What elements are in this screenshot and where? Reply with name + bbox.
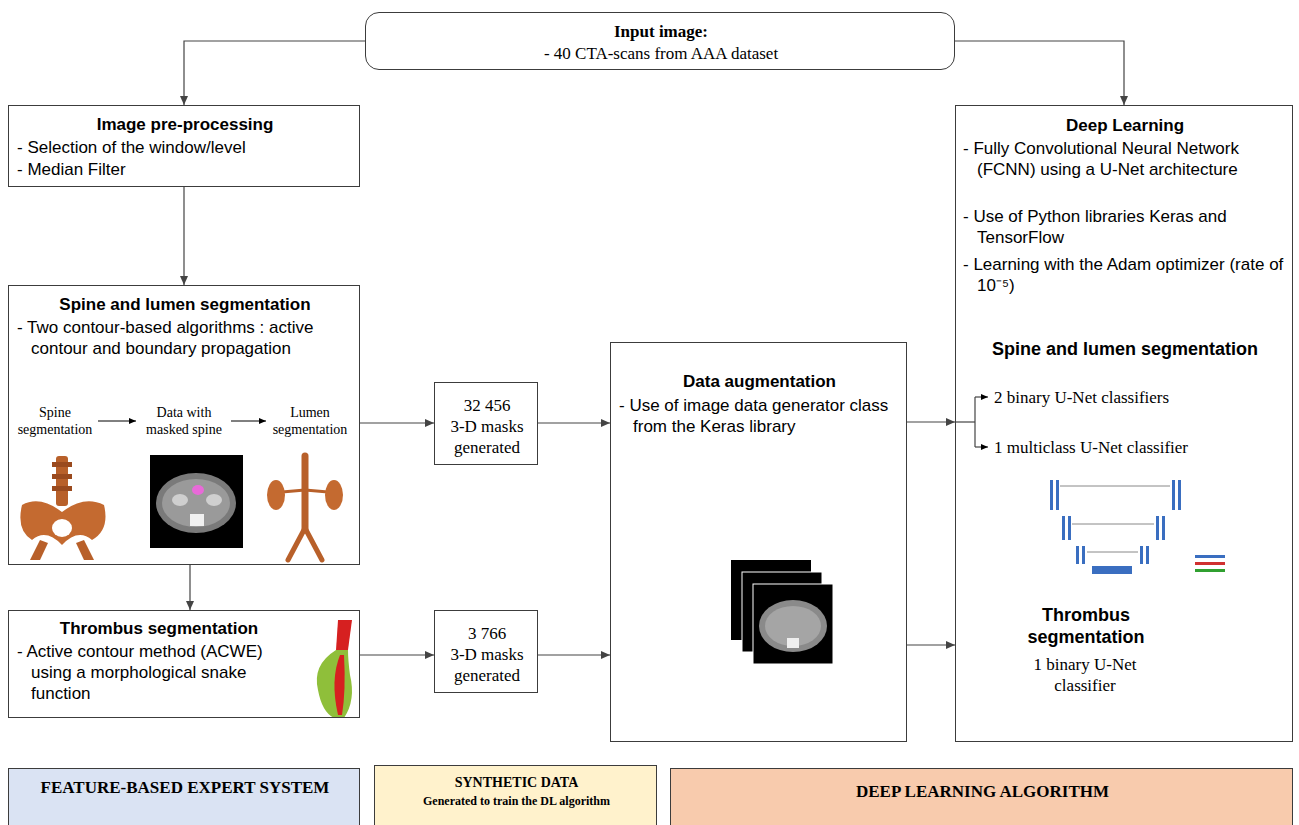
box-text: 1 multiclass U-Net classifier (994, 437, 1289, 458)
step-caption: Lumen segmentation (266, 404, 354, 438)
process-box: Deep Learning- Fully Convolutional Neura… (955, 105, 1293, 742)
box-text: - 40 CTA-scans from AAA dataset (366, 43, 956, 64)
flow-arrow (955, 41, 1124, 105)
box-heading: FEATURE-BASED EXPERT SYSTEM (29, 777, 341, 798)
box-text: - Selection of the window/level (17, 137, 353, 158)
process-box: Thrombus segmentation- Active contour me… (8, 610, 360, 718)
box-text: 1 binary U-Net classifier (1014, 654, 1156, 696)
flow-arrow (184, 41, 365, 105)
box-heading: DEEP LEARNING ALGORITHM (671, 781, 1294, 802)
step-caption: Spine segmentation (12, 404, 98, 438)
unet-figure (1050, 480, 1225, 574)
box-heading: Thrombus segmentation (1011, 604, 1161, 648)
lumen-render (267, 456, 343, 560)
step-caption: Data with masked spine (136, 404, 232, 438)
classifier-fork (955, 397, 988, 447)
count-box: 32 4563-D masks generated (434, 382, 538, 465)
process-box: Data augmentation - Use of image data gen… (610, 342, 907, 742)
box-heading: Generated to train the DL algorithm (375, 794, 658, 809)
box-text: 2 binary U-Net classifiers (994, 387, 1289, 408)
box-text: 32 456 (435, 395, 539, 416)
box-text: - Two contour-based algorithms : active … (17, 317, 337, 359)
spine-render (20, 456, 105, 560)
process-box: Image pre-processing- Selection of the w… (8, 105, 360, 187)
box-heading: Input image: (366, 21, 956, 42)
image-stack (731, 560, 833, 664)
box-heading: Deep Learning (956, 115, 1294, 136)
thrombus-render (317, 620, 352, 718)
input-box: Input image:- 40 CTA-scans from AAA data… (365, 12, 955, 70)
box-text: - Active contour method (ACWE) using a m… (17, 641, 301, 704)
count-box: 3 7663-D masks generated (434, 610, 538, 693)
box-heading: Thrombus segmentation (9, 618, 309, 639)
flow-arrow (189, 565, 190, 610)
box-text: - Learning with the Adam optimizer (rate… (963, 254, 1289, 296)
flow-arrow (183, 187, 184, 285)
box-text: - Use of Python libraries Keras and Tens… (963, 206, 1289, 248)
flow-arrow (360, 654, 434, 655)
box-heading: Spine and lumen segmentation (956, 338, 1294, 360)
step-arrows (98, 421, 266, 422)
box-heading: Data augmentation (611, 371, 908, 392)
box-text: - Use of image data generator class from… (619, 395, 901, 437)
box-text: - Median Filter (17, 159, 353, 180)
flow-arrow (538, 422, 610, 423)
ct-slice (150, 455, 243, 548)
box-text: 3-D masks generated (441, 644, 533, 686)
box-text: 3 766 (435, 623, 539, 644)
box-heading: SYNTHETIC DATA (375, 774, 658, 791)
box-text: 3-D masks generated (441, 416, 533, 458)
box-heading: Spine and lumen segmentation (9, 294, 361, 315)
box-heading: Image pre-processing (9, 114, 361, 135)
section-band: SYNTHETIC DATA Generated to train the DL … (374, 765, 657, 825)
flow-arrow (907, 644, 955, 645)
box-text: - Fully Convolutional Neural Network (FC… (963, 138, 1289, 180)
flow-arrow (360, 422, 434, 423)
section-band: DEEP LEARNING ALGORITHM (670, 768, 1293, 825)
flow-arrow (538, 654, 610, 655)
section-band: FEATURE-BASED EXPERT SYSTEM (8, 768, 360, 825)
flow-arrow (907, 421, 955, 422)
